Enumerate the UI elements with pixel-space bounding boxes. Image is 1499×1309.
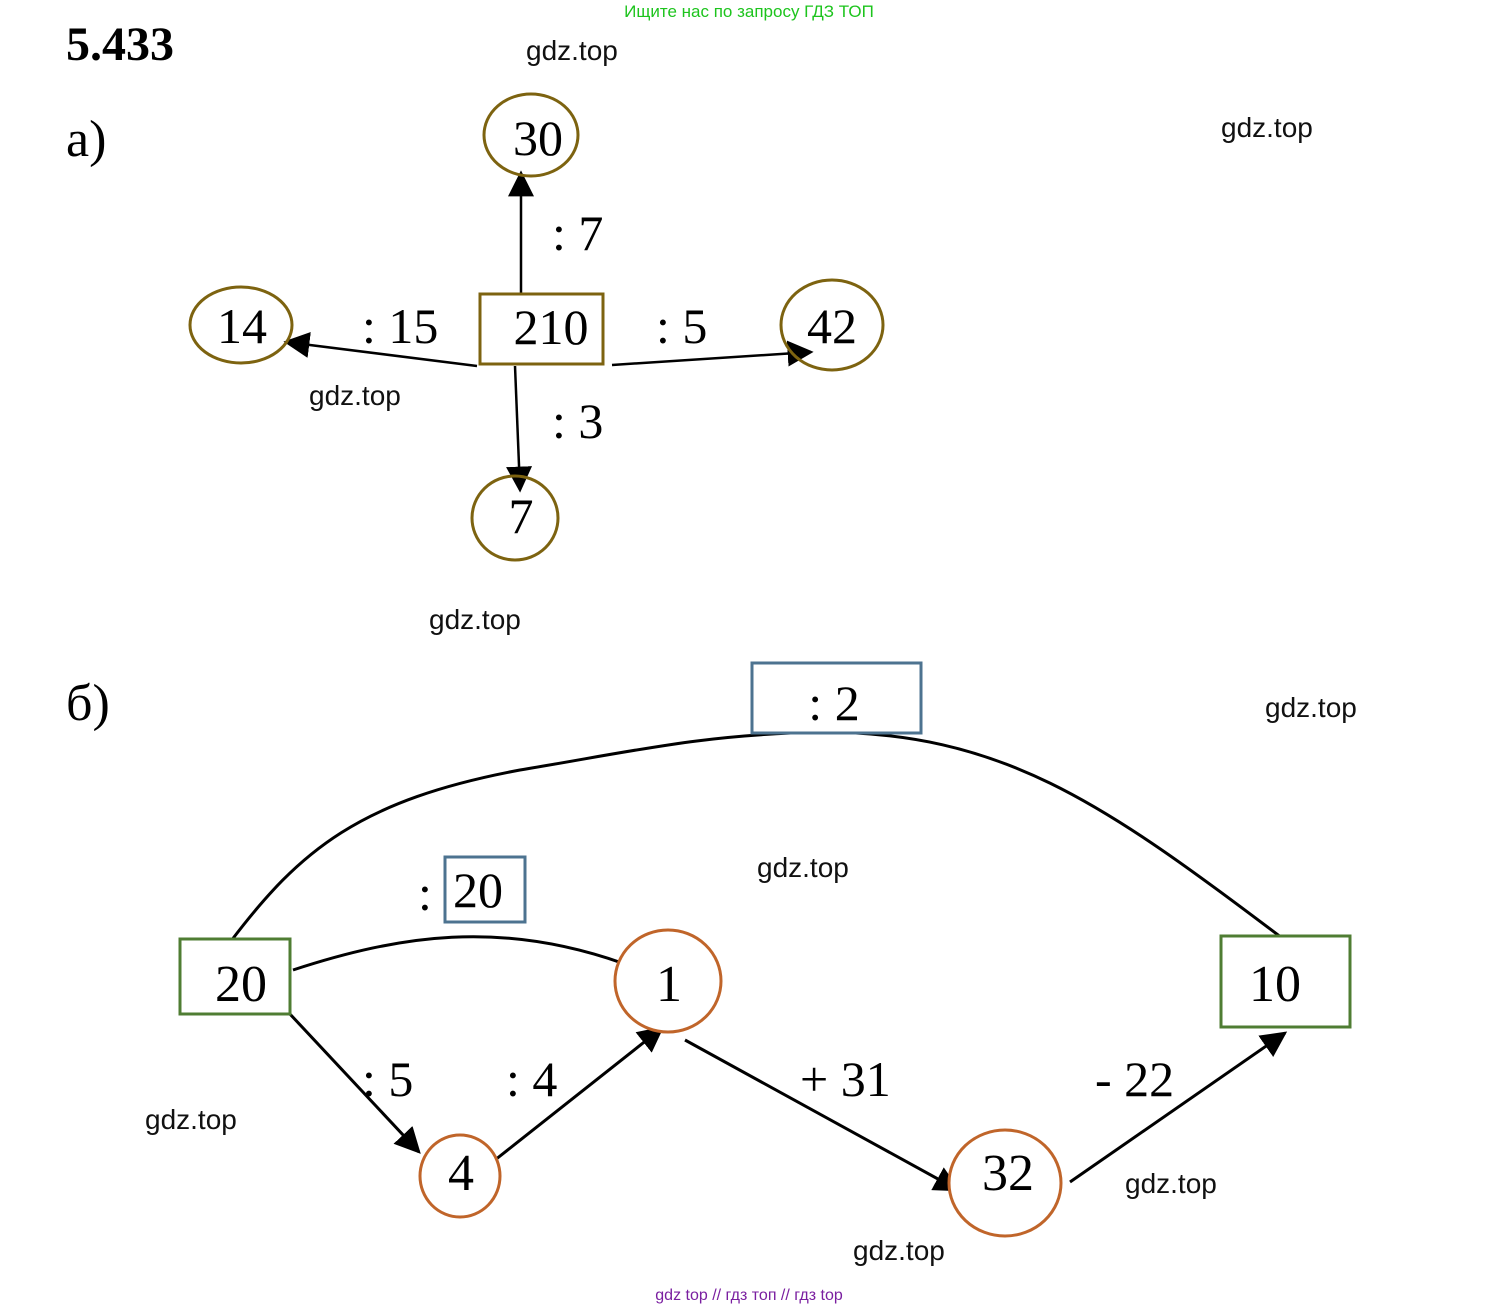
op-label-top: : 7: [552, 205, 603, 261]
result-value-left: 14: [217, 298, 267, 354]
curve-start-to-circle-1: [292, 935, 623, 972]
circle-1-value: 1: [656, 956, 682, 1013]
center-box: [478, 292, 605, 366]
watermark: gdz.top: [526, 35, 618, 66]
result-circle-bottom: [470, 474, 560, 562]
start-value: 20: [215, 956, 267, 1013]
circle-4: [418, 1133, 502, 1219]
op-label-bottom: : 3: [552, 393, 603, 449]
circle-1: [613, 928, 723, 1034]
result-value-right: 42: [807, 298, 857, 354]
start-box: [178, 937, 292, 1016]
watermark: gdz.top: [309, 380, 401, 411]
arrow-4-to-1: [494, 1026, 665, 1162]
bottom-banner: gdz top // гдз топ // гдз top: [655, 1287, 843, 1304]
op-label-top: : 2: [808, 675, 859, 731]
result-circle-right: [779, 278, 885, 372]
watermark: gdz.top: [757, 852, 849, 883]
op-label-right: : 5: [656, 298, 707, 354]
center-value: 210: [514, 299, 589, 355]
result-circle-top: [482, 92, 580, 178]
op-label-minus: - 22: [1095, 1051, 1174, 1107]
circle-32-value: 32: [982, 1145, 1034, 1202]
op-label-plus: + 31: [800, 1051, 891, 1107]
part-b-label: б): [66, 675, 110, 732]
op-box-20-value: 20: [453, 862, 503, 918]
problem-number: 5.433: [66, 18, 174, 71]
part-a-label: а): [66, 111, 106, 168]
end-value: 10: [1249, 956, 1301, 1013]
arrow-32-to-end: [1069, 1031, 1288, 1184]
op-label-left: : 15: [362, 298, 438, 354]
op-box-top: [750, 661, 923, 735]
circle-4-value: 4: [448, 1145, 474, 1202]
result-value-bottom: 7: [509, 488, 534, 544]
arrow-start-to-4: [287, 1011, 421, 1154]
op-colon: :: [418, 865, 432, 921]
op-label-5: : 5: [362, 1051, 413, 1107]
watermark: gdz.top: [1265, 692, 1357, 723]
arrow-1-to-32: [684, 1038, 961, 1192]
result-value-top: 30: [513, 110, 563, 166]
watermark: gdz.top: [853, 1235, 945, 1266]
arrow-center-to-right: [611, 340, 814, 367]
watermark: gdz.top: [145, 1104, 237, 1135]
arrow-center-to-left: [283, 332, 478, 368]
end-box: [1219, 934, 1352, 1029]
watermark: gdz.top: [1125, 1168, 1217, 1199]
op-box-20: [443, 855, 527, 924]
top-banner: Ищите нас по запросу ГДЗ ТОП: [624, 2, 874, 21]
result-circle-left: [188, 285, 294, 365]
op-label-4: : 4: [506, 1051, 557, 1107]
arrow-center-to-bottom: [506, 365, 533, 493]
circle-32: [947, 1128, 1063, 1238]
watermark: gdz.top: [1221, 112, 1313, 143]
curve-start-to-end: [229, 730, 1283, 942]
watermark: gdz.top: [429, 604, 521, 635]
